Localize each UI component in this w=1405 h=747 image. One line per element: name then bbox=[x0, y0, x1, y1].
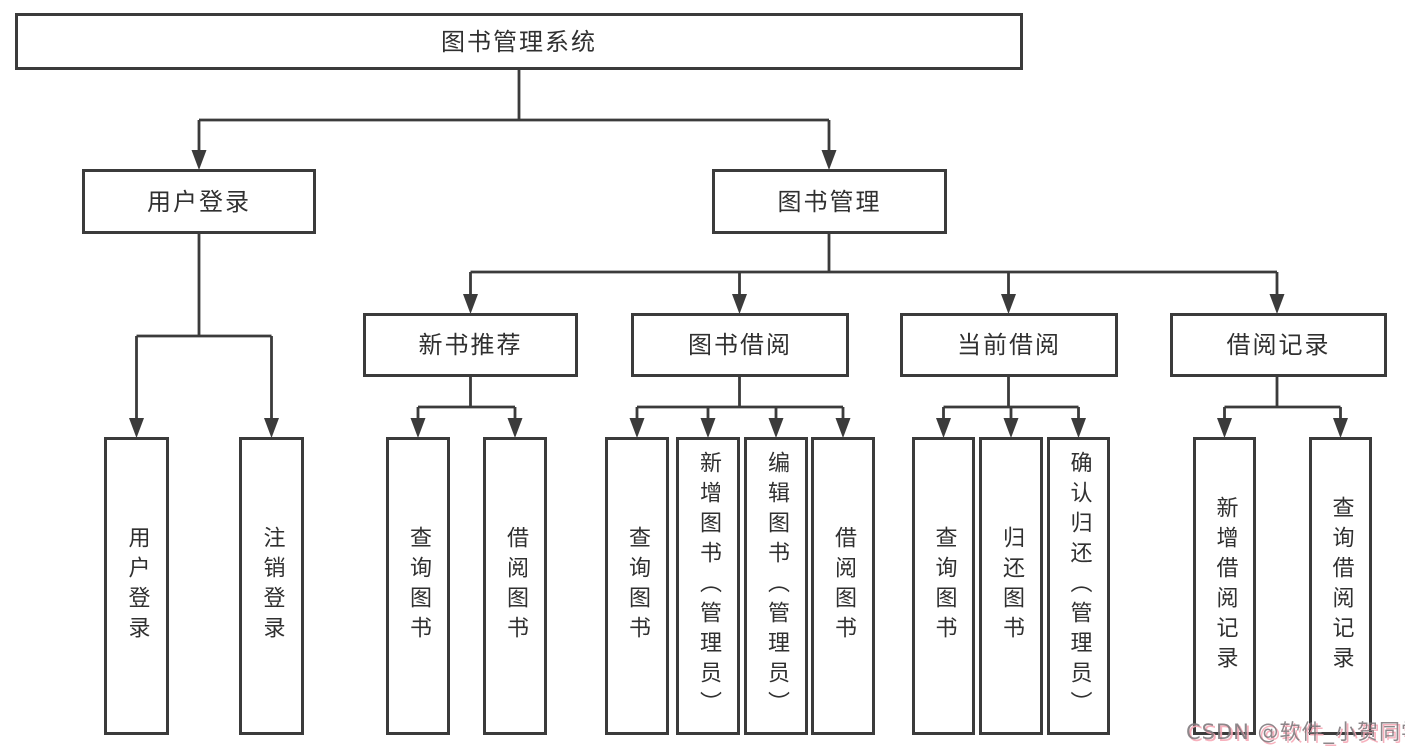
node-label: 查询图书 bbox=[931, 526, 957, 646]
node-leaf-add-borrow-record: 新增借阅记录 bbox=[1193, 437, 1256, 735]
node-book-borrowing: 图书借阅 bbox=[631, 313, 849, 377]
node-label: 借阅图书 bbox=[831, 526, 856, 646]
connector-group-book-management bbox=[463, 234, 1285, 314]
node-label: 借阅图书 bbox=[503, 526, 528, 646]
node-label: 编辑图书（管理员） bbox=[764, 451, 789, 721]
node-label: 用户登录 bbox=[124, 526, 150, 646]
node-label: 确认归还（管理员） bbox=[1066, 451, 1092, 721]
node-leaf-borrow-books-2: 借阅图书 bbox=[811, 437, 875, 735]
node-leaf-user-login: 用户登录 bbox=[104, 437, 169, 735]
node-label: 查询借阅记录 bbox=[1328, 496, 1354, 676]
node-new-book-recommendation: 新书推荐 bbox=[363, 313, 578, 377]
connector-group-borrowing-records bbox=[1217, 377, 1348, 438]
node-user-login: 用户登录 bbox=[82, 169, 316, 234]
node-leaf-add-books-admin: 新增图书（管理员） bbox=[676, 437, 740, 735]
node-label: 当前借阅 bbox=[957, 331, 1061, 359]
node-label: 查询图书 bbox=[406, 526, 431, 646]
node-label: 用户登录 bbox=[147, 187, 251, 216]
node-leaf-search-borrow-record: 查询借阅记录 bbox=[1309, 437, 1372, 735]
connector-group-user-login bbox=[129, 233, 279, 438]
connector-group-book-borrowing bbox=[629, 377, 851, 438]
node-label: 注销登录 bbox=[259, 526, 285, 646]
node-label: 查询图书 bbox=[625, 526, 650, 646]
node-label: 新书推荐 bbox=[418, 331, 523, 359]
connector-group-root bbox=[191, 70, 837, 170]
node-leaf-edit-books-admin: 编辑图书（管理员） bbox=[744, 437, 808, 735]
node-book-management: 图书管理 bbox=[712, 169, 947, 234]
connector-group-current-borrowing bbox=[936, 377, 1086, 438]
node-label: 新增图书（管理员） bbox=[696, 451, 721, 721]
node-label: 借阅记录 bbox=[1226, 331, 1331, 359]
node-leaf-confirm-return-admin: 确认归还（管理员） bbox=[1047, 437, 1110, 735]
node-label: 图书管理 bbox=[777, 187, 882, 216]
node-leaf-borrow-books-1: 借阅图书 bbox=[483, 437, 547, 735]
node-leaf-return-books: 归还图书 bbox=[979, 437, 1043, 735]
node-leaf-search-books-3: 查询图书 bbox=[912, 437, 975, 735]
node-current-borrowing: 当前借阅 bbox=[900, 313, 1118, 377]
node-leaf-logout: 注销登录 bbox=[239, 437, 304, 735]
node-label: 图书借阅 bbox=[688, 331, 792, 359]
node-label: 归还图书 bbox=[999, 526, 1024, 646]
connector-group-new-book bbox=[410, 377, 523, 438]
watermark: CSDN @软件_小贺同学 bbox=[1186, 720, 1405, 744]
node-label: 图书管理系统 bbox=[441, 27, 597, 56]
node-borrowing-records: 借阅记录 bbox=[1170, 313, 1387, 377]
node-library-management-system: 图书管理系统 bbox=[15, 13, 1023, 70]
node-leaf-search-books-1: 查询图书 bbox=[386, 437, 450, 735]
node-leaf-search-books-2: 查询图书 bbox=[605, 437, 669, 735]
node-label: 新增借阅记录 bbox=[1212, 496, 1238, 676]
